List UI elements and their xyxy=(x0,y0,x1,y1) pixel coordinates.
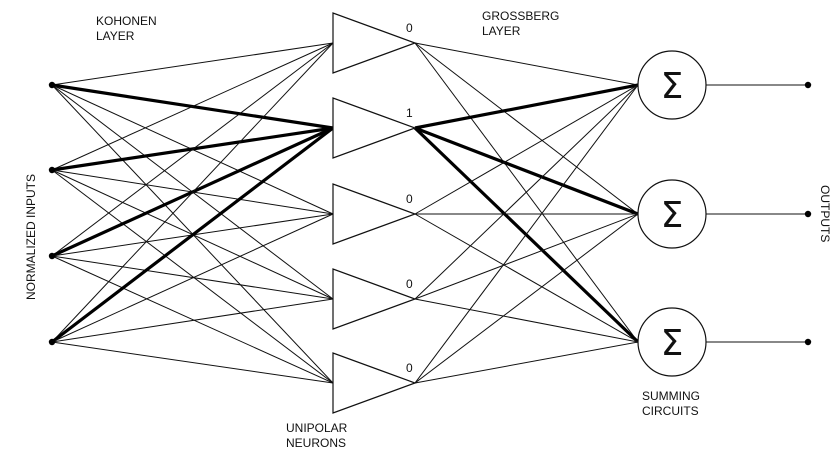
input-to-neuron-connection xyxy=(51,126,334,344)
summing-circuits-label-line1: SUMMING xyxy=(642,389,700,403)
neuron-to-summing-connection xyxy=(414,341,639,384)
input-terminal-dot xyxy=(48,252,56,260)
neuron-to-summing-connection xyxy=(414,213,639,384)
outputs-label: OUTPUTS xyxy=(818,185,832,242)
sigma-icon: Σ xyxy=(661,195,684,236)
output-terminal-dot xyxy=(804,338,812,346)
input-to-neuron-connection xyxy=(51,169,334,384)
neuron-to-summing-connection xyxy=(414,42,639,215)
sigma-icon: Σ xyxy=(661,66,684,107)
neuron-to-summing-connection xyxy=(414,298,639,343)
grossberg-layer-label-line2: LAYER xyxy=(482,24,521,38)
neuron-to-summing-connection xyxy=(414,83,639,130)
normalized-inputs-label: NORMALIZED INPUTS xyxy=(24,174,38,300)
summing-circuits-label-line2: CIRCUITS xyxy=(642,404,699,418)
neuron-to-summing-connection xyxy=(413,126,640,344)
unipolar-neuron-triangle xyxy=(332,352,417,414)
neuron-output-value: 0 xyxy=(406,277,413,291)
connections-layer xyxy=(51,42,640,384)
neuron-to-summing-connection xyxy=(414,213,639,300)
input-to-neuron-connection xyxy=(51,298,334,343)
unipolar-neuron-triangle xyxy=(332,97,417,159)
neuron-output-value: 1 xyxy=(406,106,413,120)
input-to-neuron-connection xyxy=(51,42,334,171)
unipolar-neurons-label-line2: NEURONS xyxy=(286,436,346,450)
kohonen-layer-label-line1: KOHONEN xyxy=(96,14,157,28)
neuron-to-summing-connection xyxy=(414,84,639,384)
output-terminal-dot xyxy=(804,210,812,218)
sigma-icon: Σ xyxy=(661,323,684,364)
input-to-neuron-connection xyxy=(51,42,334,86)
unipolar-neuron-triangle xyxy=(332,12,417,74)
neuron-to-summing-connection xyxy=(414,126,639,216)
kohonen-layer-label-line2: LAYER xyxy=(96,29,135,43)
unipolar-neurons-label-line1: UNIPOLAR xyxy=(286,421,348,435)
neuron-output-value: 0 xyxy=(406,361,413,375)
neuron-to-summing-connection xyxy=(414,84,639,300)
unipolar-neuron-triangle xyxy=(332,268,417,330)
neuron-to-summing-connection xyxy=(414,213,639,343)
input-to-neuron-connection xyxy=(51,42,334,257)
input-to-neuron-connection xyxy=(51,213,334,343)
output-terminal-dot xyxy=(804,81,812,89)
neuron-to-summing-connection xyxy=(414,84,639,215)
input-to-neuron-connection xyxy=(51,341,334,384)
neuron-output-value: 0 xyxy=(406,21,413,35)
neuron-to-summing-connection xyxy=(414,42,639,86)
input-terminal-dot xyxy=(48,338,56,346)
unipolar-neuron-triangle xyxy=(332,183,417,245)
grossberg-layer-label-line1: GROSSBERG xyxy=(482,9,559,23)
input-terminal-dot xyxy=(48,166,56,174)
input-to-neuron-connection xyxy=(51,255,334,384)
input-terminal-dot xyxy=(48,81,56,89)
neuron-output-value: 0 xyxy=(406,192,413,206)
input-to-neuron-connection xyxy=(51,42,334,343)
